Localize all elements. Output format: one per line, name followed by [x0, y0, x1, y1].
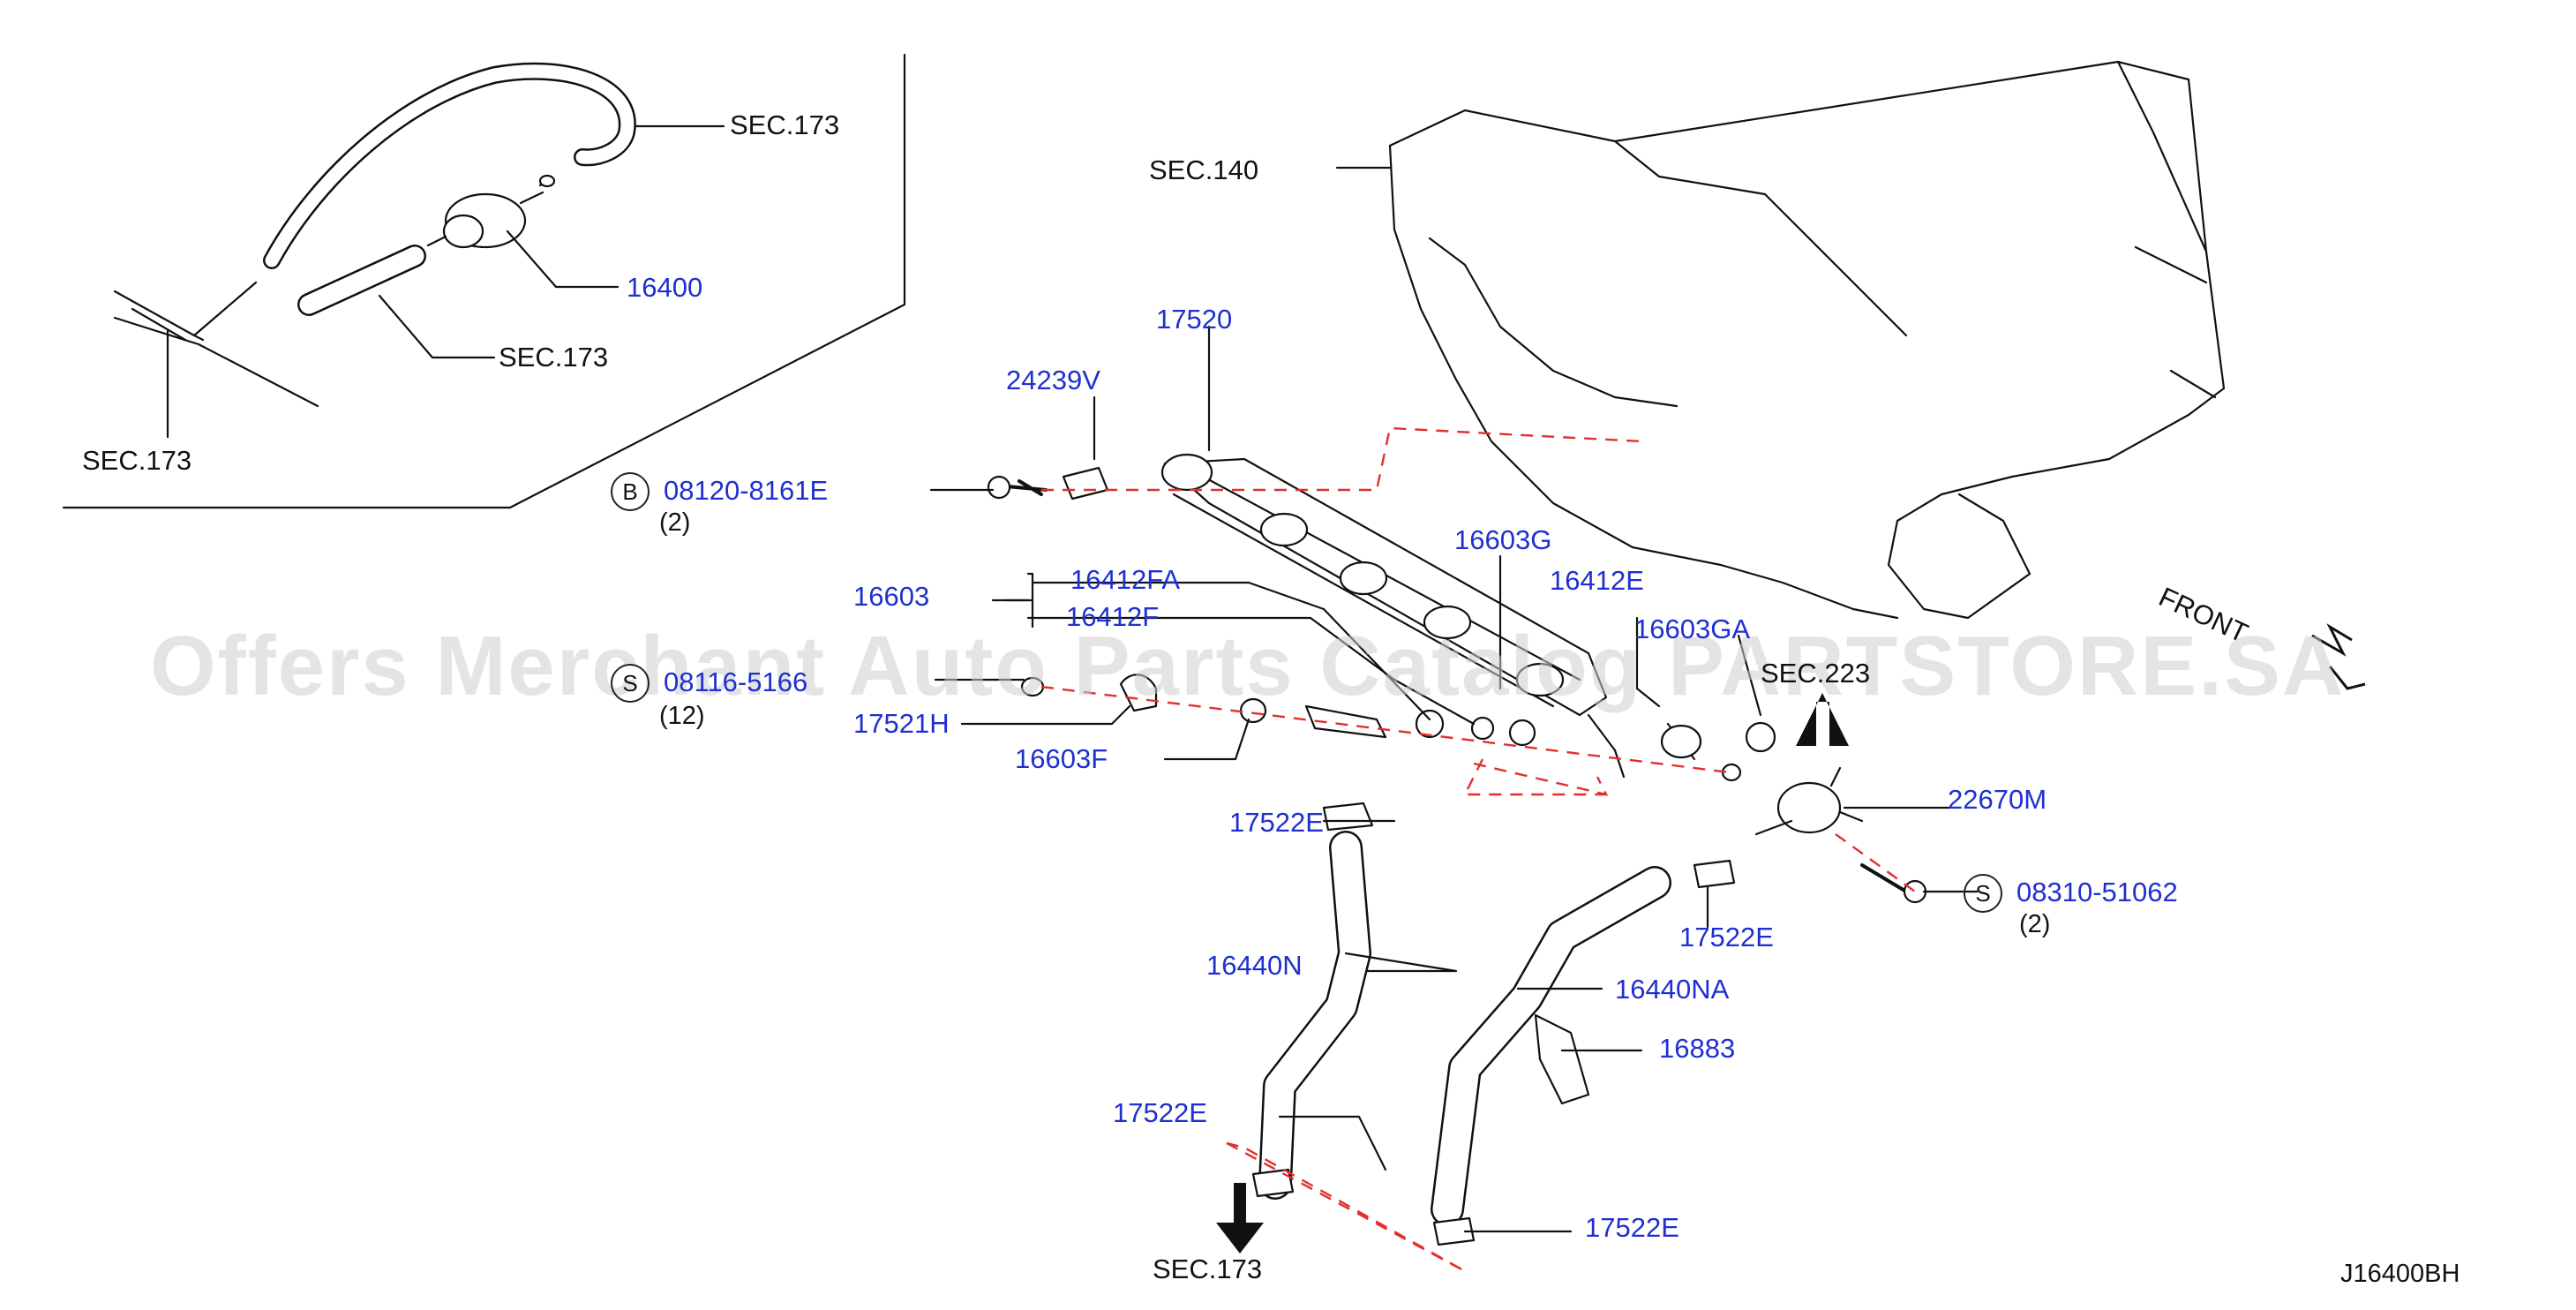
label-sec173-left[interactable]: SEC.173: [82, 445, 192, 476]
inset-frame-line: [62, 53, 906, 509]
part-08116-5166[interactable]: 08116-5166: [664, 666, 808, 697]
clamp-17522e-c: [1251, 1168, 1295, 1198]
part-17522e-b[interactable]: 17522E: [1679, 922, 1774, 952]
pressure-regulator-22670m: [1776, 781, 1842, 834]
bracket-24239v: [1062, 466, 1109, 501]
clamp-17522e-a: [1322, 802, 1374, 832]
label-sec140[interactable]: SEC.140: [1149, 154, 1259, 185]
clamp-17522e-d: [1432, 1216, 1476, 1246]
qty-08310: (2): [2019, 910, 2051, 938]
watermark: Offers Merchant Auto Parts Catalog PARTS…: [150, 619, 2346, 713]
part-16440n[interactable]: 16440N: [1206, 950, 1303, 981]
dashed-hose-bottom: [1226, 1141, 1466, 1273]
qty-08116: (12): [659, 702, 705, 730]
clamp-17522e-b: [1693, 859, 1736, 889]
part-08120-8161e[interactable]: 08120-8161E: [664, 475, 829, 506]
injector-16600: [1304, 704, 1387, 739]
arrow-down-sec173: [1216, 1183, 1264, 1254]
part-16603[interactable]: 16603: [853, 581, 930, 612]
part-24239v[interactable]: 24239V: [1006, 365, 1100, 395]
symbol-s-08310: S: [1964, 874, 2002, 913]
front-arrow: [2311, 623, 2366, 690]
label-sec173-top[interactable]: SEC.173: [730, 109, 840, 140]
bolt-08310: [1860, 863, 1908, 893]
part-16883[interactable]: 16883: [1659, 1033, 1736, 1064]
part-16603f[interactable]: 16603F: [1015, 743, 1108, 774]
label-sec223[interactable]: SEC.223: [1761, 658, 1871, 689]
dashed-injector-line: [1040, 685, 1731, 774]
inset-pipe: [113, 281, 319, 408]
insulator-17521h: [1119, 674, 1158, 712]
label-sec173-mid[interactable]: SEC.173: [499, 342, 609, 373]
part-16440na[interactable]: 16440NA: [1615, 974, 1730, 1005]
part-16603ga[interactable]: 16603GA: [1634, 614, 1750, 644]
part-17522e-a[interactable]: 17522E: [1229, 807, 1324, 838]
symbol-s-08116: S: [611, 664, 650, 703]
label-sec173-bottom[interactable]: SEC.173: [1153, 1254, 1263, 1284]
part-16400[interactable]: 16400: [627, 272, 703, 303]
part-16412e[interactable]: 16412E: [1550, 565, 1644, 596]
diagram-code: J16400BH: [2340, 1260, 2460, 1288]
part-16412fa[interactable]: 16412FA: [1070, 564, 1181, 595]
clip-16883: [1534, 1013, 1590, 1105]
part-16412f[interactable]: 16412F: [1066, 601, 1160, 632]
part-16603g[interactable]: 16603G: [1454, 524, 1552, 555]
arrow-up-sec223: [1796, 693, 1849, 746]
symbol-b: B: [611, 472, 650, 511]
dashed-rail-to-manifold: [1041, 426, 1642, 492]
intake-manifold: [1388, 60, 2226, 620]
part-17520[interactable]: 17520: [1156, 304, 1233, 335]
qty-08120: (2): [659, 508, 691, 537]
part-22670m[interactable]: 22670M: [1948, 784, 2047, 815]
part-17522e-d[interactable]: 17522E: [1585, 1212, 1679, 1243]
part-17521h[interactable]: 17521H: [853, 708, 950, 739]
dashed-regulator: [1473, 762, 1609, 796]
part-08310-51062[interactable]: 08310-51062: [2016, 877, 2178, 907]
part-17522e-c[interactable]: 17522E: [1113, 1097, 1207, 1128]
